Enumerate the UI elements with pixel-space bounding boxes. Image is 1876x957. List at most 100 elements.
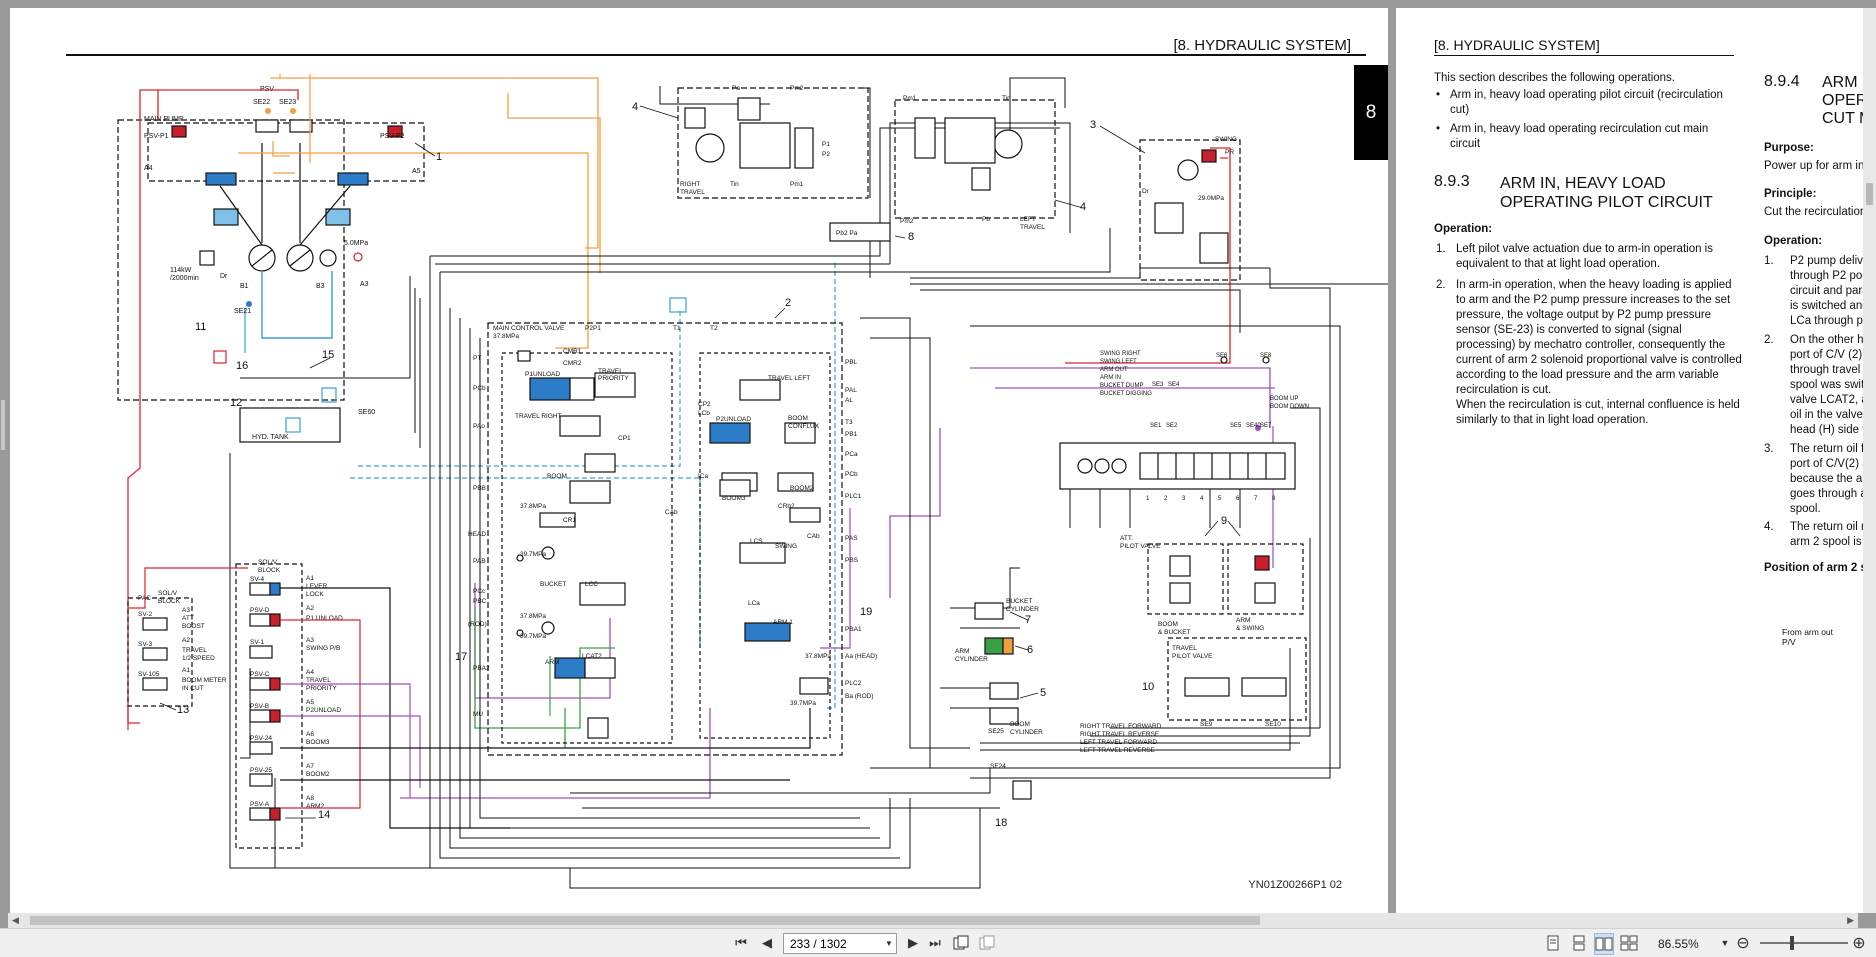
vertical-scrollbar-thumb[interactable] bbox=[1866, 183, 1873, 205]
list-line: circuit and paralle bbox=[1790, 285, 1876, 297]
svg-text:ARM: ARM bbox=[545, 659, 559, 666]
from-arm-label: From arm out P/V bbox=[1782, 627, 1834, 647]
svg-text:PSV-P2: PSV-P2 bbox=[380, 133, 405, 140]
svg-text:1: 1 bbox=[1146, 496, 1150, 502]
svg-text:PBS: PBS bbox=[845, 557, 859, 564]
two-page-icon[interactable] bbox=[1594, 933, 1614, 955]
svg-text:LEFT TRAVEL FORWARD: LEFT TRAVEL FORWARD bbox=[1080, 739, 1157, 746]
svg-text:BUCKET DIGGING: BUCKET DIGGING bbox=[1100, 391, 1152, 397]
svg-text:5.0MPa: 5.0MPa bbox=[344, 240, 368, 247]
list-line: port of C/V (2), ar bbox=[1790, 349, 1876, 361]
pilot-signal-block bbox=[1059, 356, 1296, 490]
svg-text:39.7MPa: 39.7MPa bbox=[790, 700, 816, 707]
scroll-right-icon[interactable]: ▶ bbox=[1847, 915, 1854, 925]
svg-text:PILOT VALVE: PILOT VALVE bbox=[1120, 543, 1161, 550]
header-rule-right bbox=[1434, 55, 1734, 56]
principle-text: Cut the recirculation a bbox=[1764, 206, 1876, 218]
chevron-down-icon[interactable]: ▼ bbox=[885, 939, 893, 948]
svg-text:PR: PR bbox=[1225, 149, 1234, 156]
bottom-toolbar: ⏮ ◀ 233 / 1302 ▼ ▶ ⏭ 86.55% ▼ ⊖ bbox=[0, 928, 1876, 957]
bullet-item: Arm in, heavy load operating recirculati… bbox=[1434, 122, 1739, 152]
svg-text:ARM: ARM bbox=[1236, 617, 1250, 624]
fit-page-icon[interactable] bbox=[952, 933, 970, 953]
svg-text:3: 3 bbox=[1182, 496, 1186, 502]
bullet-list: Arm in, heavy load operating pilot circu… bbox=[1434, 88, 1739, 156]
svg-text:SE60: SE60 bbox=[358, 409, 375, 416]
hydraulic-schematic: MAIN PUMP PSV SE22 SE23 PSV-P1 PSV-P2 A4… bbox=[117, 74, 1388, 889]
svg-text:BOOM: BOOM bbox=[788, 415, 808, 422]
zoom-out-icon[interactable]: ⊖ bbox=[1736, 935, 1750, 952]
list-text-extra: When the recirculation is cut, internal … bbox=[1456, 399, 1740, 426]
page-number-value[interactable]: 233 / 1302 bbox=[790, 936, 847, 951]
svg-text:BLOCK: BLOCK bbox=[258, 567, 281, 574]
side-panel-handle[interactable] bbox=[1, 400, 5, 450]
svg-text:PRIORITY: PRIORITY bbox=[598, 375, 629, 382]
first-page-icon[interactable]: ⏮ bbox=[735, 935, 747, 950]
horizontal-scrollbar[interactable]: ◀ ▶ bbox=[8, 913, 1858, 928]
zoom-slider-knob[interactable] bbox=[1790, 936, 1794, 950]
svg-text:Dr: Dr bbox=[1142, 188, 1150, 195]
scroll-left-icon[interactable]: ◀ bbox=[12, 915, 19, 925]
svg-text:SE6: SE6 bbox=[1216, 353, 1228, 359]
svg-text:5: 5 bbox=[1040, 687, 1046, 699]
svg-text:LCa: LCa bbox=[748, 600, 760, 607]
list-line: goes through arm bbox=[1790, 488, 1876, 500]
fit-width-icon[interactable] bbox=[978, 933, 996, 953]
svg-text:A3: A3 bbox=[306, 637, 314, 644]
vertical-scrollbar[interactable] bbox=[1863, 8, 1876, 913]
svg-text:LCb: LCb bbox=[698, 410, 710, 417]
svg-text:6: 6 bbox=[1027, 644, 1033, 656]
purpose-heading: Purpose: bbox=[1764, 142, 1814, 154]
svg-text:SE4: SE4 bbox=[1168, 382, 1180, 388]
svg-text:BOOM: BOOM bbox=[1158, 621, 1178, 628]
svg-text:15: 15 bbox=[322, 349, 334, 361]
svg-text:(ROD): (ROD) bbox=[468, 621, 487, 628]
svg-text:SE22: SE22 bbox=[253, 99, 270, 106]
svg-text:Aa (HEAD): Aa (HEAD) bbox=[845, 653, 877, 660]
prev-page-icon[interactable]: ◀ bbox=[762, 935, 772, 950]
svg-text:19: 19 bbox=[860, 606, 872, 618]
svg-text:MAIN CONTROL VALVE: MAIN CONTROL VALVE bbox=[493, 325, 565, 332]
svg-text:TRAVEL LEFT: TRAVEL LEFT bbox=[768, 375, 810, 382]
svg-text:A8: A8 bbox=[306, 795, 314, 802]
svg-text:BOOM2: BOOM2 bbox=[306, 771, 330, 778]
main-pump-group bbox=[117, 108, 425, 443]
svg-text:SE5: SE5 bbox=[1230, 423, 1242, 429]
section-number: 8.9.3 bbox=[1434, 173, 1470, 190]
svg-text:A2: A2 bbox=[306, 605, 314, 612]
svg-text:16: 16 bbox=[236, 360, 248, 372]
horizontal-scrollbar-thumb[interactable] bbox=[30, 916, 1260, 925]
continuous-icon[interactable] bbox=[1570, 933, 1588, 953]
zoom-slider[interactable] bbox=[1760, 936, 1848, 950]
svg-text:B3: B3 bbox=[316, 283, 325, 290]
svg-text:LEVER: LEVER bbox=[306, 583, 328, 590]
last-page-icon[interactable]: ⏭ bbox=[929, 935, 941, 950]
svg-text:BOOM DOWN: BOOM DOWN bbox=[1270, 404, 1309, 410]
list-line: port of C/V(2) and bbox=[1790, 458, 1876, 470]
single-page-icon[interactable] bbox=[1544, 933, 1562, 953]
svg-text:SE7: SE7 bbox=[1260, 423, 1272, 429]
svg-text:SWING: SWING bbox=[775, 543, 797, 550]
zoom-level[interactable]: 86.55% bbox=[1658, 937, 1699, 951]
zoom-in-icon[interactable]: ⊕ bbox=[1852, 935, 1866, 952]
svg-text:4: 4 bbox=[632, 101, 638, 113]
zoom-dropdown-icon[interactable]: ▼ bbox=[1720, 938, 1730, 948]
svg-text:ARM2: ARM2 bbox=[306, 803, 324, 810]
svg-text:PAo: PAo bbox=[473, 423, 485, 430]
list-line: through travel str bbox=[1790, 364, 1876, 376]
svg-text:TRAVEL RIGHT: TRAVEL RIGHT bbox=[515, 413, 562, 420]
two-page-continuous-icon[interactable] bbox=[1620, 933, 1638, 953]
section-title-2-line: CUT M bbox=[1822, 110, 1873, 127]
page-number-input[interactable]: 233 / 1302 ▼ bbox=[783, 933, 897, 954]
svg-text:SV-2: SV-2 bbox=[138, 611, 152, 618]
next-page-icon[interactable]: ▶ bbox=[908, 935, 918, 950]
list-line: valve LCAT2, and bbox=[1790, 394, 1876, 406]
swing-motor bbox=[1139, 139, 1241, 281]
svg-text:29.0MPa: 29.0MPa bbox=[1198, 195, 1224, 202]
svg-text:CP1: CP1 bbox=[618, 435, 631, 442]
list-line: spool was switche bbox=[1790, 379, 1876, 391]
purpose-text: Power up for arm in op bbox=[1764, 160, 1876, 172]
list-number: 4. bbox=[1764, 521, 1774, 533]
svg-text:SE24: SE24 bbox=[990, 763, 1006, 770]
svg-text:7: 7 bbox=[1254, 496, 1258, 502]
